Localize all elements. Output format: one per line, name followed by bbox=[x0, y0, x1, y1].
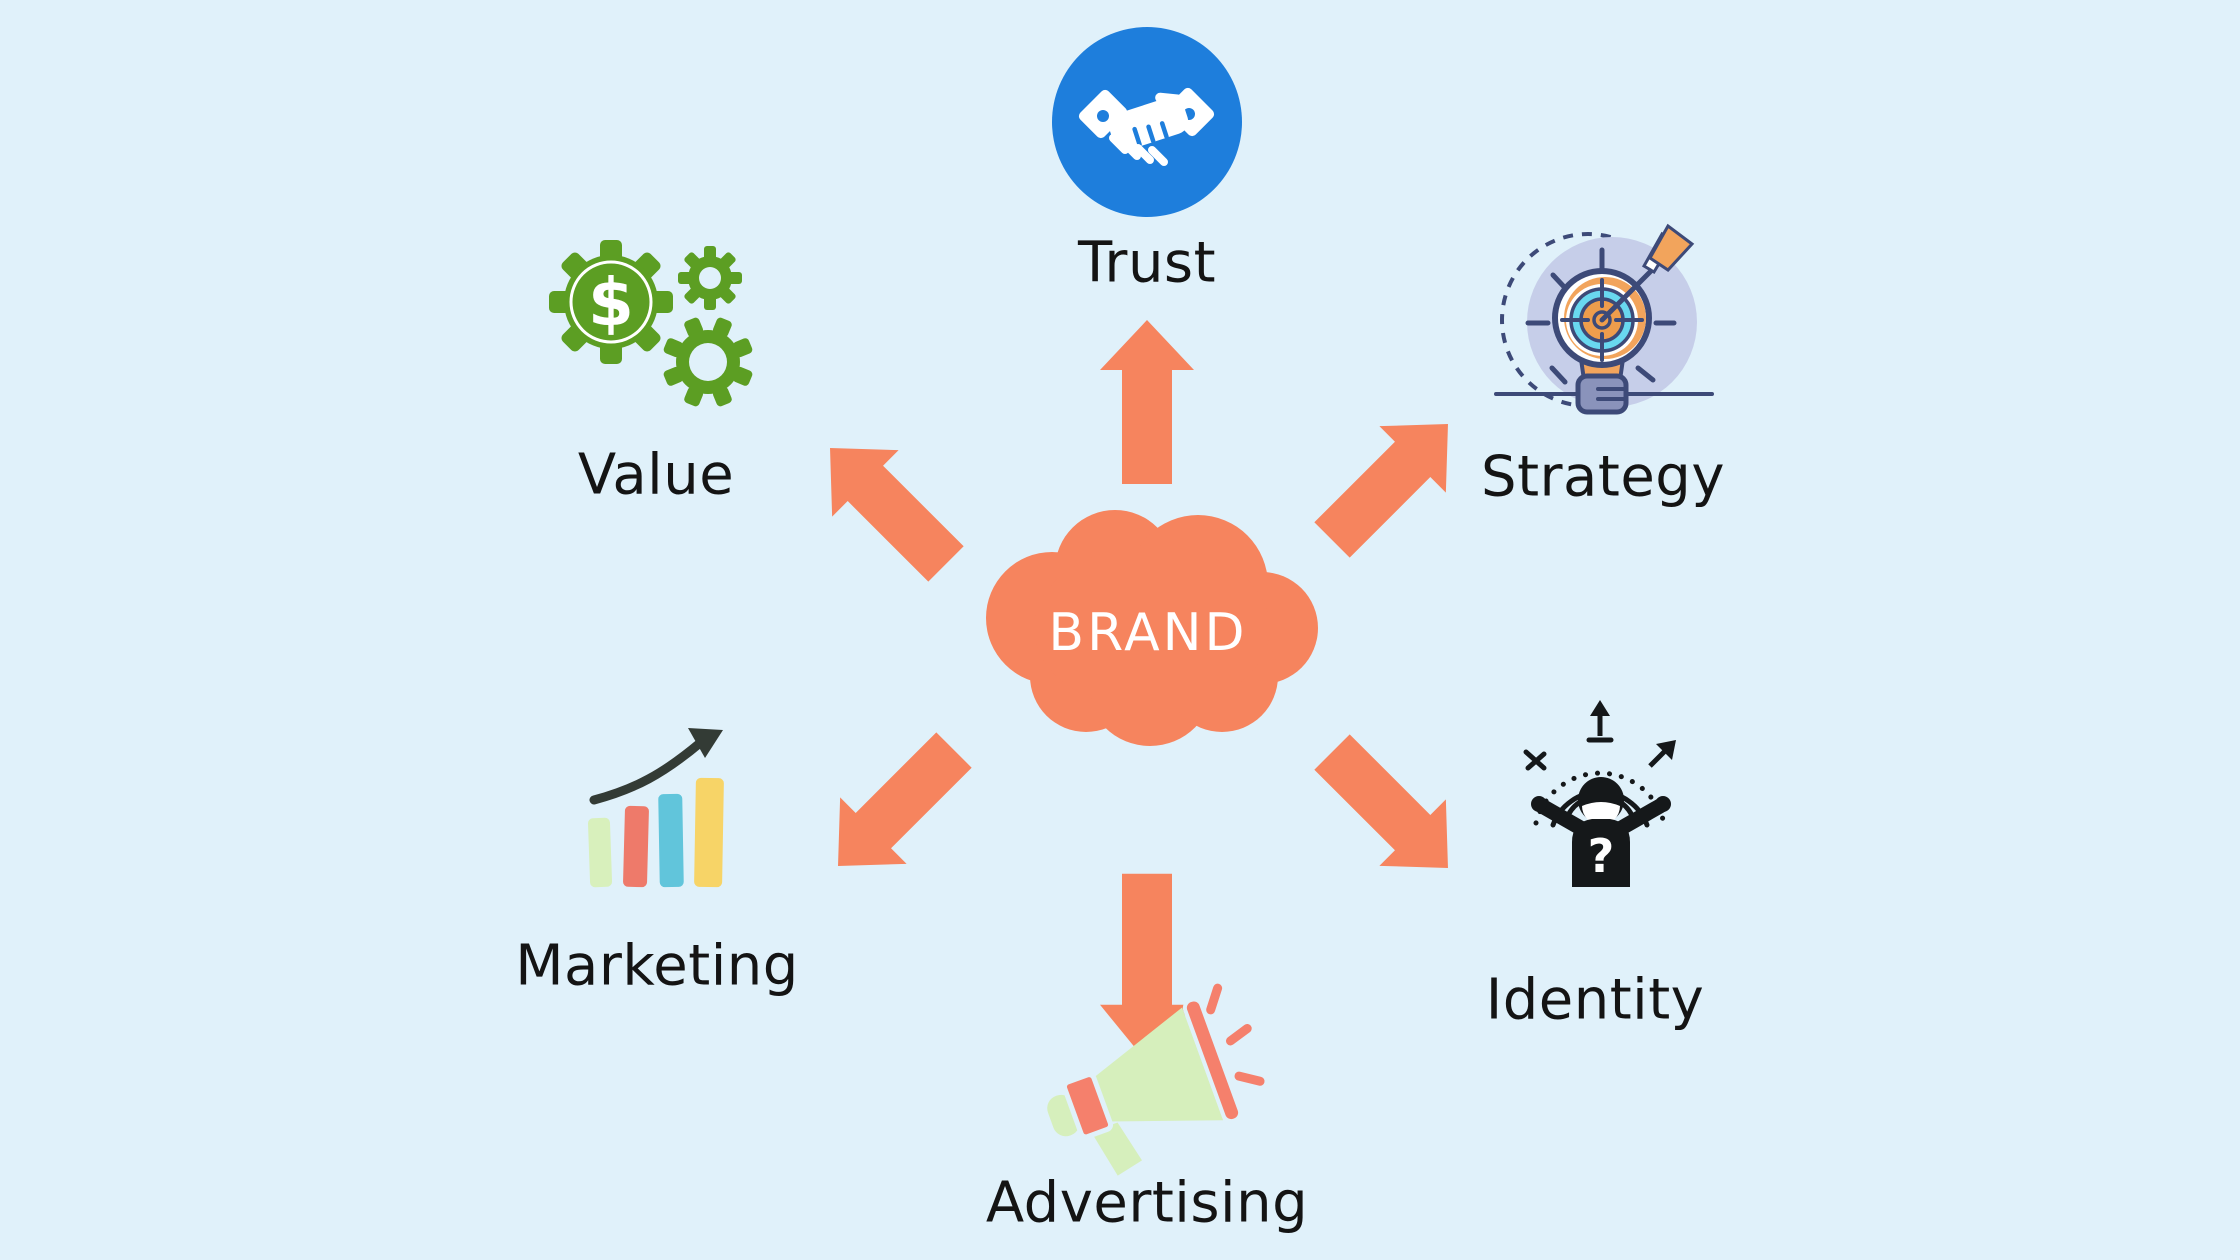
arrow-lower-right bbox=[1298, 718, 1482, 902]
node-label-trust: Trust bbox=[1077, 230, 1217, 296]
question-glyph: ? bbox=[1588, 829, 1615, 883]
arrow-lower-left bbox=[804, 716, 988, 900]
node-label-marketing: Marketing bbox=[515, 933, 799, 999]
lightbulb-target-icon bbox=[1494, 223, 1714, 415]
person-question-icon: ? bbox=[1523, 700, 1676, 887]
growth-bar-chart-icon bbox=[587, 728, 724, 888]
brand-center-label: BRAND bbox=[1048, 603, 1248, 663]
brand-cloud bbox=[986, 510, 1318, 746]
node-label-value: Value bbox=[577, 442, 735, 508]
megaphone-icon bbox=[1047, 983, 1265, 1176]
arrow-upper-right bbox=[1298, 390, 1482, 574]
node-label-identity: Identity bbox=[1485, 967, 1705, 1033]
handshake-icon bbox=[1052, 27, 1242, 217]
arrow-upper-left bbox=[796, 414, 980, 598]
arrow-up bbox=[1100, 320, 1194, 484]
node-label-strategy: Strategy bbox=[1481, 444, 1725, 510]
dollar-glyph: $ bbox=[588, 264, 634, 341]
node-label-advertising: Advertising bbox=[985, 1170, 1309, 1236]
dollar-gears-icon: $ bbox=[549, 240, 753, 407]
